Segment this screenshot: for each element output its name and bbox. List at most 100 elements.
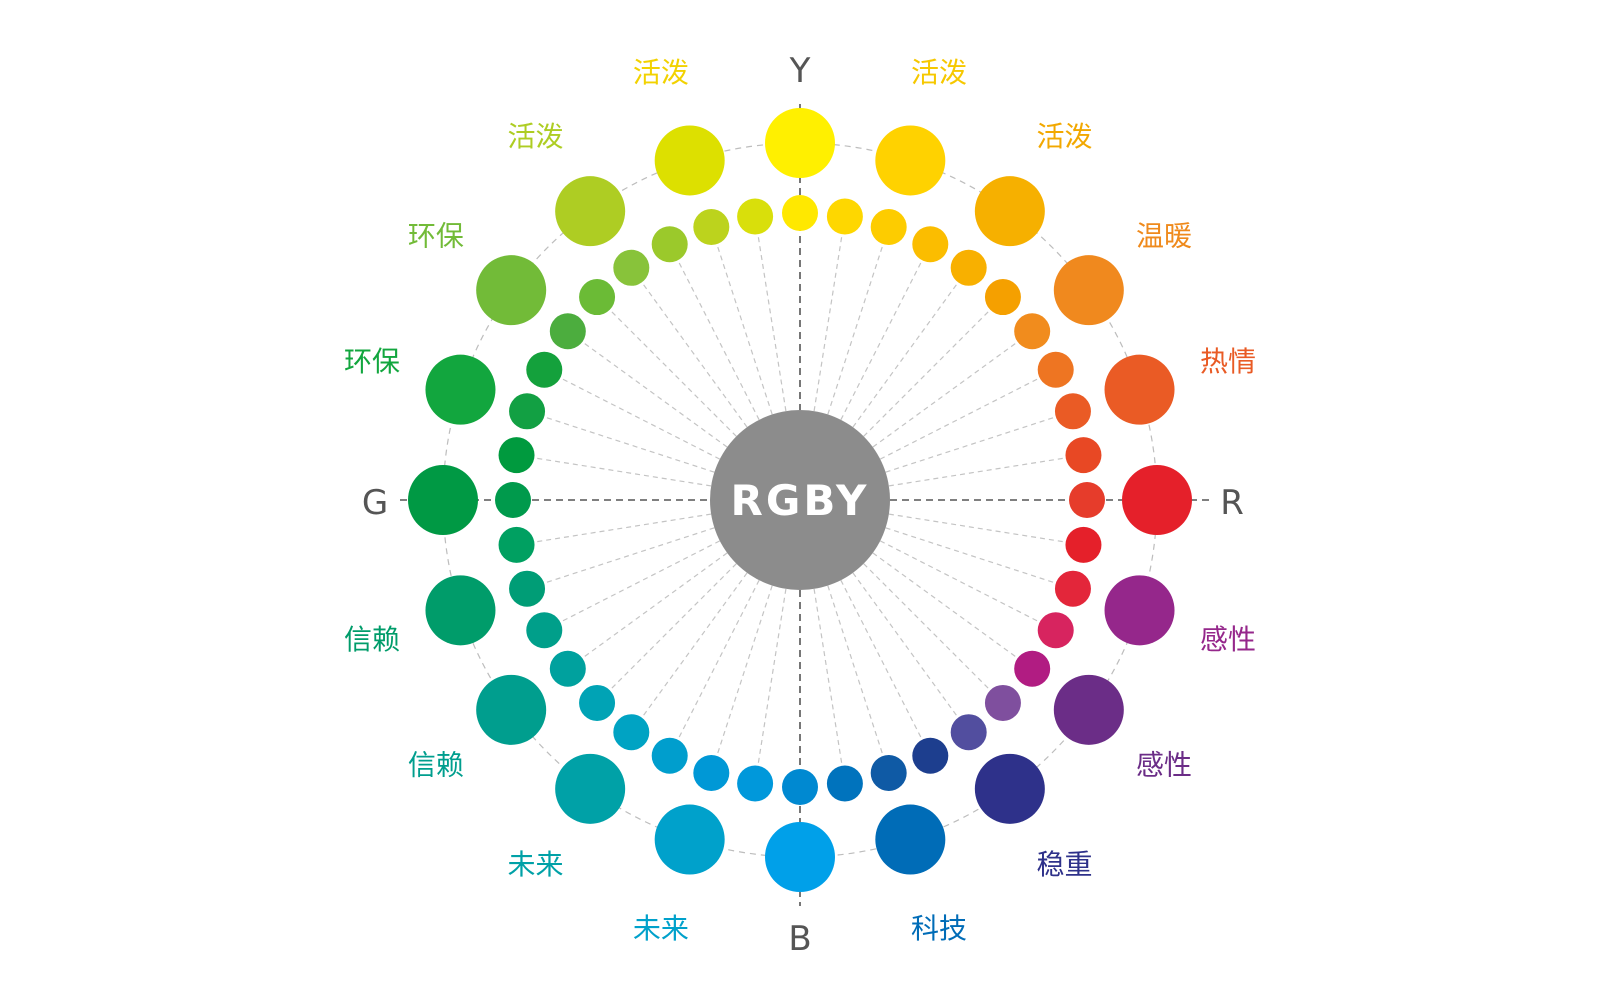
- spoke-line: [863, 563, 1004, 704]
- inner-color-dot: [579, 279, 616, 316]
- mood-label: 未来: [507, 848, 563, 881]
- inner-color-dot: [1037, 351, 1074, 388]
- spoke-line: [888, 454, 1084, 487]
- inner-color-dot: [870, 754, 907, 791]
- outer-color-circle: [1053, 255, 1124, 326]
- inner-color-dot: [826, 198, 863, 235]
- mood-label: 科技: [911, 912, 967, 945]
- spoke-line: [630, 267, 748, 428]
- inner-dot-ring: [495, 195, 1105, 805]
- spoke-line: [544, 369, 721, 460]
- inner-color-dot: [1065, 437, 1102, 474]
- mood-label: 信赖: [344, 623, 400, 656]
- inner-color-dot: [693, 754, 730, 791]
- inner-color-dot: [782, 769, 818, 805]
- spoke-line: [879, 369, 1056, 460]
- axis-label-g: G: [362, 483, 388, 523]
- mood-label: 活泼: [507, 120, 563, 153]
- inner-color-dot: [1065, 526, 1102, 563]
- outer-color-circle: [555, 176, 626, 247]
- mood-label: 活泼: [1036, 120, 1092, 153]
- spoke-line: [630, 572, 748, 733]
- spoke-line: [754, 588, 787, 784]
- spoke-line: [710, 226, 773, 415]
- spoke-line: [852, 572, 970, 733]
- mood-label: 环保: [344, 345, 400, 378]
- spoke-line: [567, 552, 728, 670]
- mood-label: 温暖: [1136, 219, 1192, 252]
- outer-color-circle: [765, 108, 835, 178]
- outer-color-circle: [476, 674, 547, 745]
- inner-color-dot: [984, 279, 1021, 316]
- spoke-line: [872, 330, 1033, 448]
- spoke-line: [754, 216, 787, 412]
- inner-color-dot: [579, 684, 616, 721]
- spoke-line: [879, 540, 1056, 631]
- outer-color-circle: [875, 804, 946, 875]
- inner-color-dot: [912, 737, 949, 774]
- spoke-line: [567, 330, 728, 448]
- inner-color-dot: [1054, 570, 1091, 607]
- inner-color-dot: [509, 570, 546, 607]
- mood-label: 稳重: [1036, 848, 1092, 881]
- spoke-line: [852, 267, 970, 428]
- outer-color-circle: [974, 753, 1045, 824]
- spoke-line: [516, 454, 712, 487]
- inner-color-dot: [1014, 313, 1051, 350]
- inner-color-dot: [870, 209, 907, 246]
- inner-color-dot: [509, 393, 546, 430]
- inner-color-dot: [526, 612, 563, 649]
- outer-color-circle: [555, 753, 626, 824]
- outer-color-circle: [408, 465, 478, 535]
- spoke-line: [863, 296, 1004, 437]
- mood-label: 未来: [633, 912, 689, 945]
- outer-color-circle: [654, 804, 725, 875]
- spoke-line: [596, 296, 737, 437]
- inner-color-dot: [613, 249, 650, 286]
- inner-color-dot: [498, 526, 535, 563]
- inner-color-dot: [737, 198, 774, 235]
- inner-color-dot: [495, 482, 531, 518]
- outer-color-circle: [1122, 465, 1192, 535]
- inner-color-dot: [782, 195, 818, 231]
- center-hub: RGBY: [710, 410, 890, 590]
- axis-label-b: B: [788, 919, 811, 959]
- mood-label: 活泼: [633, 56, 689, 89]
- inner-color-dot: [912, 226, 949, 263]
- spoke-line: [516, 513, 712, 546]
- spoke-line: [526, 527, 715, 590]
- outer-color-circle: [974, 176, 1045, 247]
- inner-color-dot: [498, 437, 535, 474]
- inner-color-dot: [826, 765, 863, 802]
- inner-color-dot: [651, 737, 688, 774]
- spoke-line: [885, 527, 1074, 590]
- outer-color-circle: [1104, 575, 1175, 646]
- inner-color-dot: [950, 714, 987, 751]
- spoke-lines: [516, 216, 1084, 784]
- spoke-line: [669, 579, 760, 756]
- inner-color-dot: [1014, 650, 1051, 687]
- outer-color-circle: [1104, 354, 1175, 425]
- inner-color-dot: [737, 765, 774, 802]
- mood-label: 环保: [408, 219, 464, 252]
- spoke-line: [840, 579, 931, 756]
- outer-color-circle: [654, 125, 725, 196]
- spoke-line: [827, 226, 890, 415]
- inner-color-dot: [950, 249, 987, 286]
- inner-color-dot: [1037, 612, 1074, 649]
- outer-color-circle: [1053, 674, 1124, 745]
- spoke-line: [827, 585, 890, 774]
- spoke-line: [813, 216, 846, 412]
- spoke-line: [813, 588, 846, 784]
- center-label: RGBY: [731, 476, 870, 525]
- mood-label: 活泼: [911, 56, 967, 89]
- spoke-line: [544, 540, 721, 631]
- inner-color-dot: [549, 650, 586, 687]
- spoke-line: [669, 244, 760, 421]
- inner-color-dot: [984, 684, 1021, 721]
- center-circle: [710, 410, 890, 590]
- spoke-line: [885, 410, 1074, 473]
- outer-color-circle: [476, 255, 547, 326]
- mood-label: 感性: [1136, 749, 1192, 782]
